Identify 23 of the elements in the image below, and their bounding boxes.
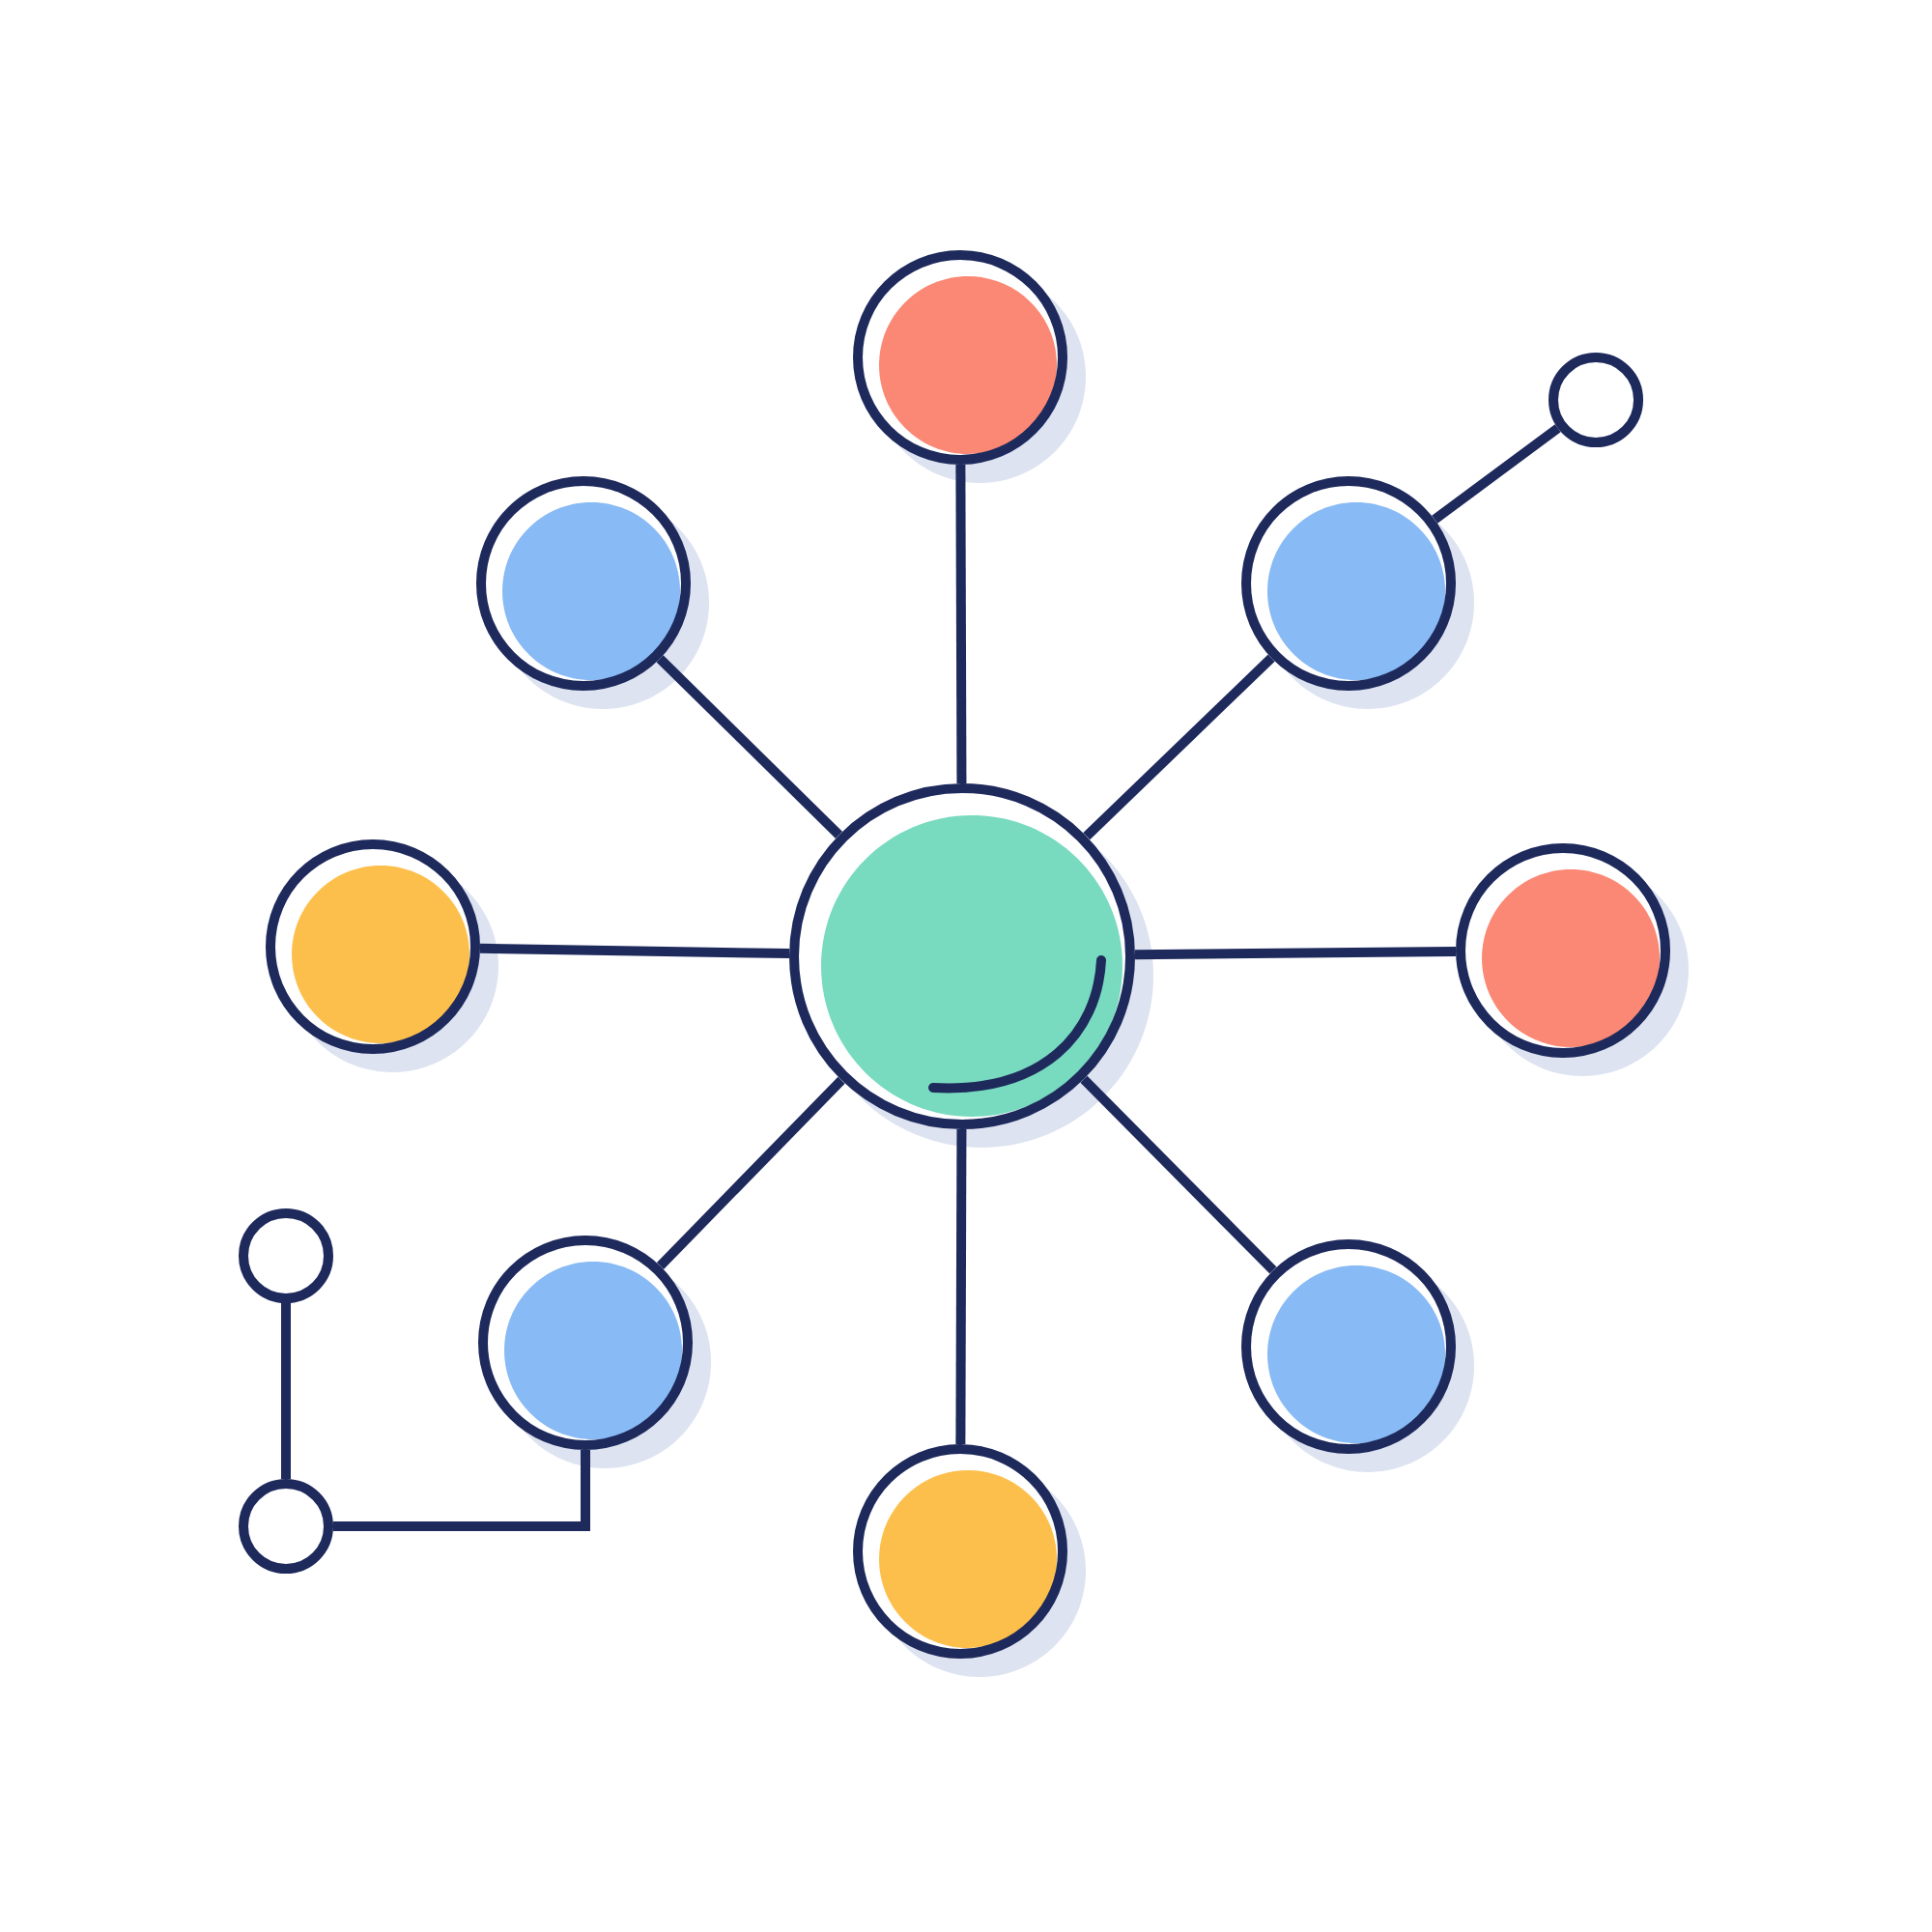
node-circle (1241, 1239, 1474, 1472)
node-circle (853, 249, 1086, 483)
connector-line (1432, 424, 1561, 524)
connector-line (955, 1128, 967, 1444)
hub-circle (789, 782, 1153, 1148)
connector-line (656, 1076, 845, 1269)
small-circle (1548, 353, 1644, 447)
connector-line (955, 464, 967, 783)
small-circle (239, 1479, 333, 1574)
connector-line (479, 943, 790, 959)
connector-line (1134, 947, 1457, 960)
connector-line (656, 655, 842, 838)
small-circle (239, 1208, 333, 1303)
connector-line (333, 1450, 590, 1531)
node-circle (266, 839, 498, 1072)
node-circle (476, 475, 709, 709)
connector-line (1083, 654, 1275, 840)
connector-line (1080, 1075, 1277, 1274)
node-circle (1241, 475, 1474, 709)
node-circle (853, 1444, 1086, 1677)
node-circle (1456, 843, 1689, 1076)
node-circle (478, 1236, 711, 1468)
connector-line (281, 1303, 291, 1479)
